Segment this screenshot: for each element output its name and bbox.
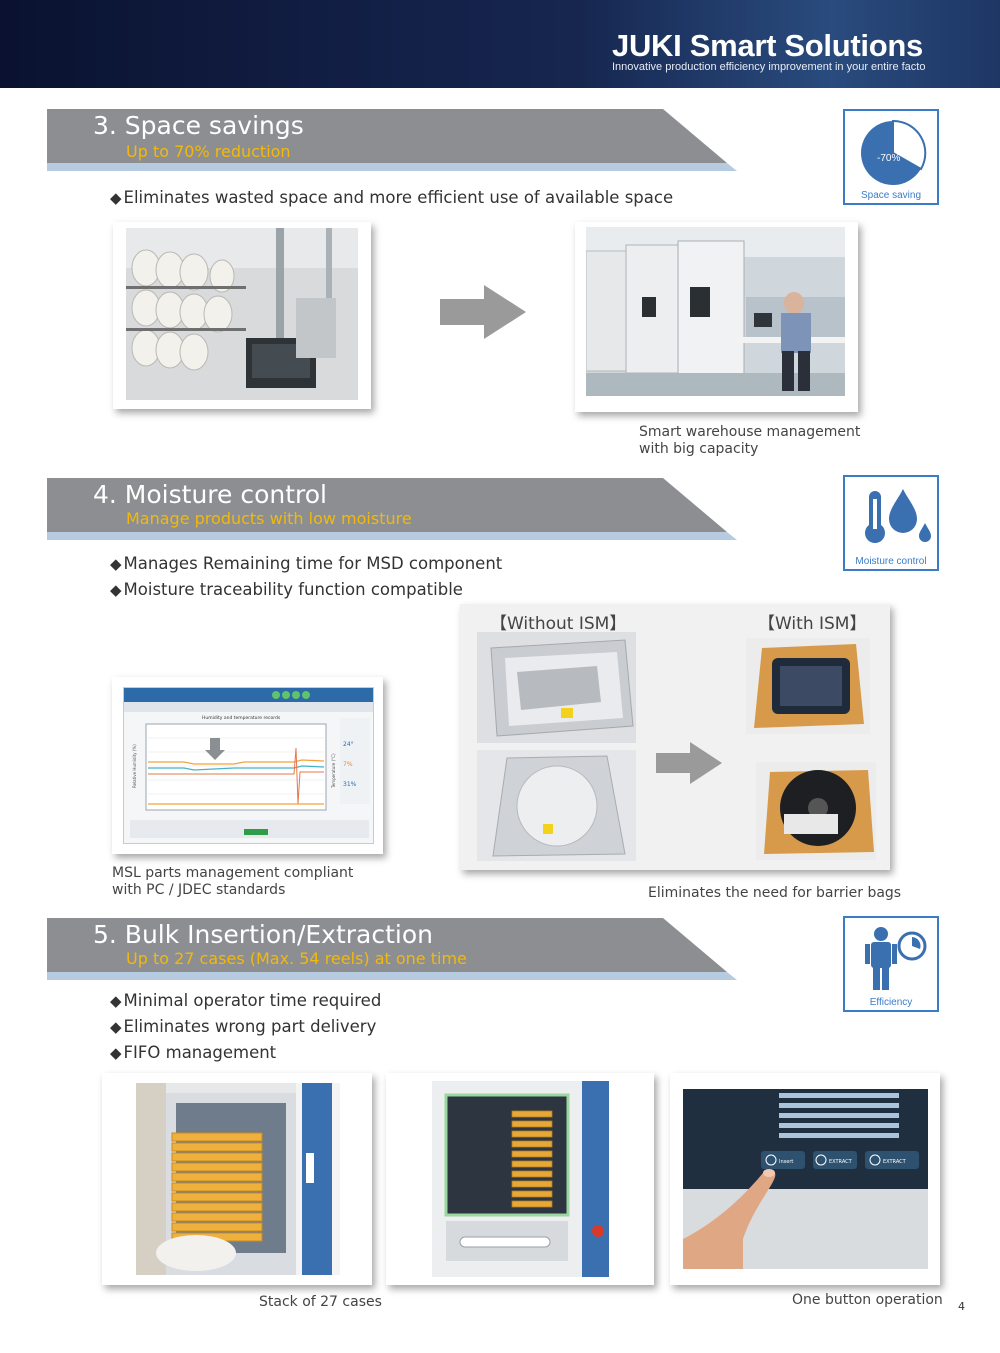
bullet-item: ◆Moisture traceability function compatib… [110,580,463,599]
section-4-banner: 4. Moisture control Manage products with… [47,478,737,542]
pie-chart-icon: -70% [861,119,927,185]
pie-value-label: -70% [877,153,900,164]
insert-button-label: Insert [779,1159,793,1165]
barrier-bag-reel-photo [477,750,636,861]
msl-caption: MSL parts management compliant with PC /… [112,865,354,898]
banner-shape [47,918,737,980]
smart-warehouse-photo [575,222,858,412]
section-4-subtitle: Manage products with low moisture [126,509,412,528]
space-saving-badge: -70% Space saving [843,109,939,205]
bullet-diamond-icon: ◆ [110,189,122,207]
extract-button-label-2: EXTRACT [883,1159,907,1165]
section-5-subtitle: Up to 27 cases (Max. 54 reels) at one ti… [126,949,467,968]
banner-shape [47,109,737,171]
section-5-title: 5. Bulk Insertion/Extraction [93,920,434,949]
section-3-banner: 3. Space savings Up to 70% reduction [47,109,737,173]
bullet-diamond-icon: ◆ [110,1018,122,1036]
arrow-right-icon [440,285,526,339]
page-header: JUKI Smart Solutions Innovative producti… [0,0,1000,88]
readout-1: 24° [343,741,354,748]
badge-caption: Space saving [860,190,922,201]
page-number: 4 [958,1300,965,1313]
readout-2: 7% [343,761,353,768]
section-3-title: 3. Space savings [93,111,304,140]
open-cabinet-photo [386,1073,654,1285]
extract-button-label: EXTRACT [829,1159,853,1165]
section-3-subtitle: Up to 70% reduction [126,142,291,161]
efficiency-badge: Efficiency [843,916,939,1012]
moisture-control-badge: Moisture control [843,475,939,571]
with-ism-label: 【With ISM】 [758,614,867,634]
thermometer-droplet-icon [865,489,931,543]
msl-software-screenshot: Humidity and temperature records Relativ… [112,677,383,854]
banner-shape [47,478,737,540]
bullet-diamond-icon: ◆ [110,555,122,573]
bullet-item: ◆FIFO management [110,1043,277,1062]
person-clock-icon [865,927,927,990]
header-glow [580,0,1000,88]
warehouse-caption: Smart warehouse management with big capa… [639,424,861,457]
badge-caption: Efficiency [869,997,913,1008]
barrier-bag-caption: Eliminates the need for barrier bags [648,885,902,901]
case-stack-photo [102,1073,372,1285]
bullet-item: ◆Manages Remaining time for MSD componen… [110,554,503,573]
stack-caption: Stack of 27 cases [259,1294,382,1310]
ism-tray-photo [746,638,870,734]
bullet-diamond-icon: ◆ [110,1044,122,1062]
brand-tagline: Innovative production efficiency improve… [612,61,926,73]
arrow-right-icon [656,742,722,784]
bullet-diamond-icon: ◆ [110,992,122,1010]
ism-reel-photo [756,762,876,860]
barrier-bag-comparison: 【Without ISM】 【With ISM】 [460,604,890,870]
reel-storage-photo [113,222,371,409]
barrier-bag-tray-photo [477,632,636,743]
touch-screen-photo: Insert EXTRACT EXTRACT [670,1073,940,1285]
one-button-caption: One button operation [792,1292,943,1308]
left-axis-label: Relative Humidity (%) [132,744,137,788]
section-5-banner: 5. Bulk Insertion/Extraction Up to 27 ca… [47,918,737,982]
readout-3: 31% [343,781,357,788]
badge-caption: Moisture control [855,556,927,567]
bullet-diamond-icon: ◆ [110,581,122,599]
bullet-item: ◆Minimal operator time required [110,991,382,1010]
without-ism-label: 【Without ISM】 [490,614,627,634]
right-axis-label: Temperature (°C) [331,753,336,789]
chart-title: Humidity and temperature records [202,715,281,721]
bullet-item: ◆Eliminates wasted space and more effici… [110,188,674,207]
bullet-item: ◆Eliminates wrong part delivery [110,1017,377,1036]
section-4-title: 4. Moisture control [93,480,327,509]
brand-title: JUKI Smart Solutions [612,28,923,63]
